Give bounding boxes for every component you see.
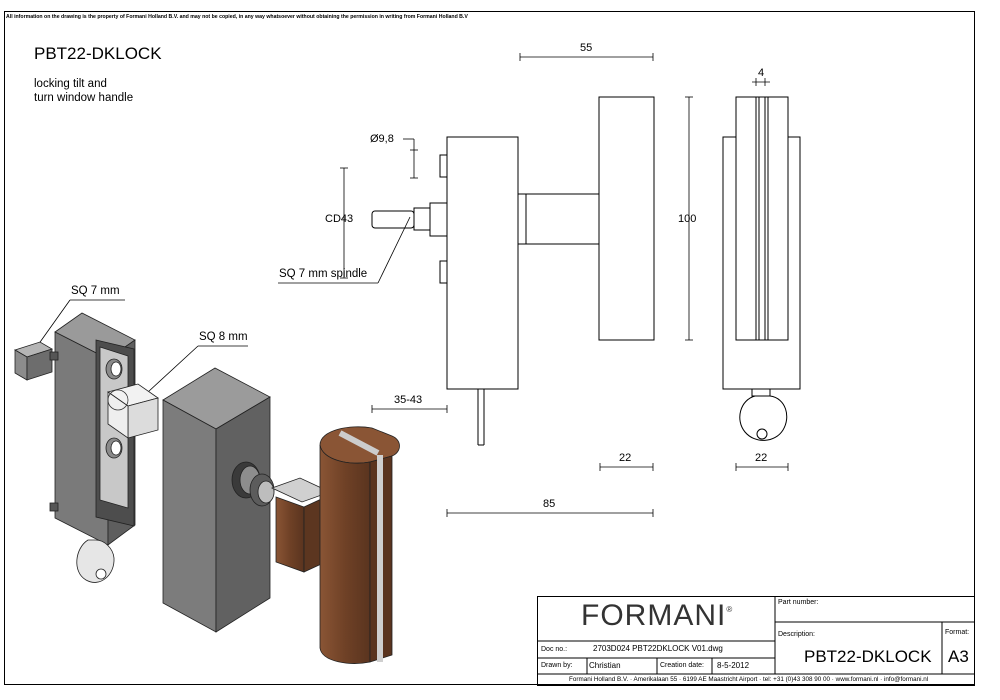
tab-top (439, 154, 448, 178)
dim-4: 4 (758, 67, 765, 79)
callout-sq8: SQ 8 mm (199, 331, 248, 343)
front-grip (735, 96, 789, 341)
drawn-by-value: Christian (589, 661, 621, 670)
format-label: Format: (945, 629, 970, 636)
side-view (371, 96, 655, 446)
creation-date-label: Creation date: (660, 662, 704, 669)
creation-date-value: 8-5-2012 (717, 661, 750, 670)
handle-grip (598, 96, 655, 341)
dim-55: 55 (580, 42, 593, 54)
drawn-by-label: Drawn by: (541, 662, 573, 669)
formani-logo: FORMANI® (581, 599, 734, 632)
iso-wood-handle (270, 426, 400, 664)
doc-no-label: Doc no.: (541, 646, 568, 653)
part-number-label: Part number: (778, 599, 819, 606)
copyright-notice: All information on the drawing is the pr… (6, 14, 468, 20)
description-value: PBT22-DKLOCK (804, 647, 932, 666)
dim-85: 85 (543, 498, 556, 510)
callout-sq7: SQ 7 mm (71, 285, 120, 297)
subtitle-line-1: locking tilt and (34, 78, 107, 90)
iso-rose-block (162, 367, 275, 633)
key-bow (739, 395, 788, 441)
front-view (722, 96, 801, 441)
title-block: FORMANI® Part number: Description: PBT22… (537, 596, 975, 686)
spindle (371, 210, 415, 229)
dim-diameter: Ø9,8 (370, 133, 394, 145)
company-footer: Formani Holland B.V. · Amerikalaan 55 · … (569, 676, 929, 683)
base-body (446, 136, 519, 390)
callout-spindle: SQ 7 mm spindle (279, 268, 368, 280)
spindle-boss (429, 202, 448, 237)
subtitle-line-2: turn window handle (34, 92, 134, 104)
format-value: A3 (948, 647, 969, 666)
drawing-frame (4, 11, 975, 685)
title-block-grid (537, 596, 975, 686)
dim-cd43: CD43 (325, 213, 354, 225)
dimension-lines (32, 53, 789, 517)
description-label: Description: (778, 631, 815, 638)
handle-neck (517, 193, 600, 245)
dim-22-front: 22 (755, 452, 768, 464)
dim-100: 100 (678, 213, 697, 225)
tab-bottom (439, 260, 448, 284)
dim-35-43: 35-43 (394, 394, 423, 406)
doc-no-value: 2703D024 PBT22DKLOCK V01.dwg (593, 644, 723, 653)
drawing-title: PBT22-DKLOCK (34, 44, 162, 63)
dim-22-side: 22 (619, 452, 632, 464)
iso-lock-base (14, 312, 159, 583)
